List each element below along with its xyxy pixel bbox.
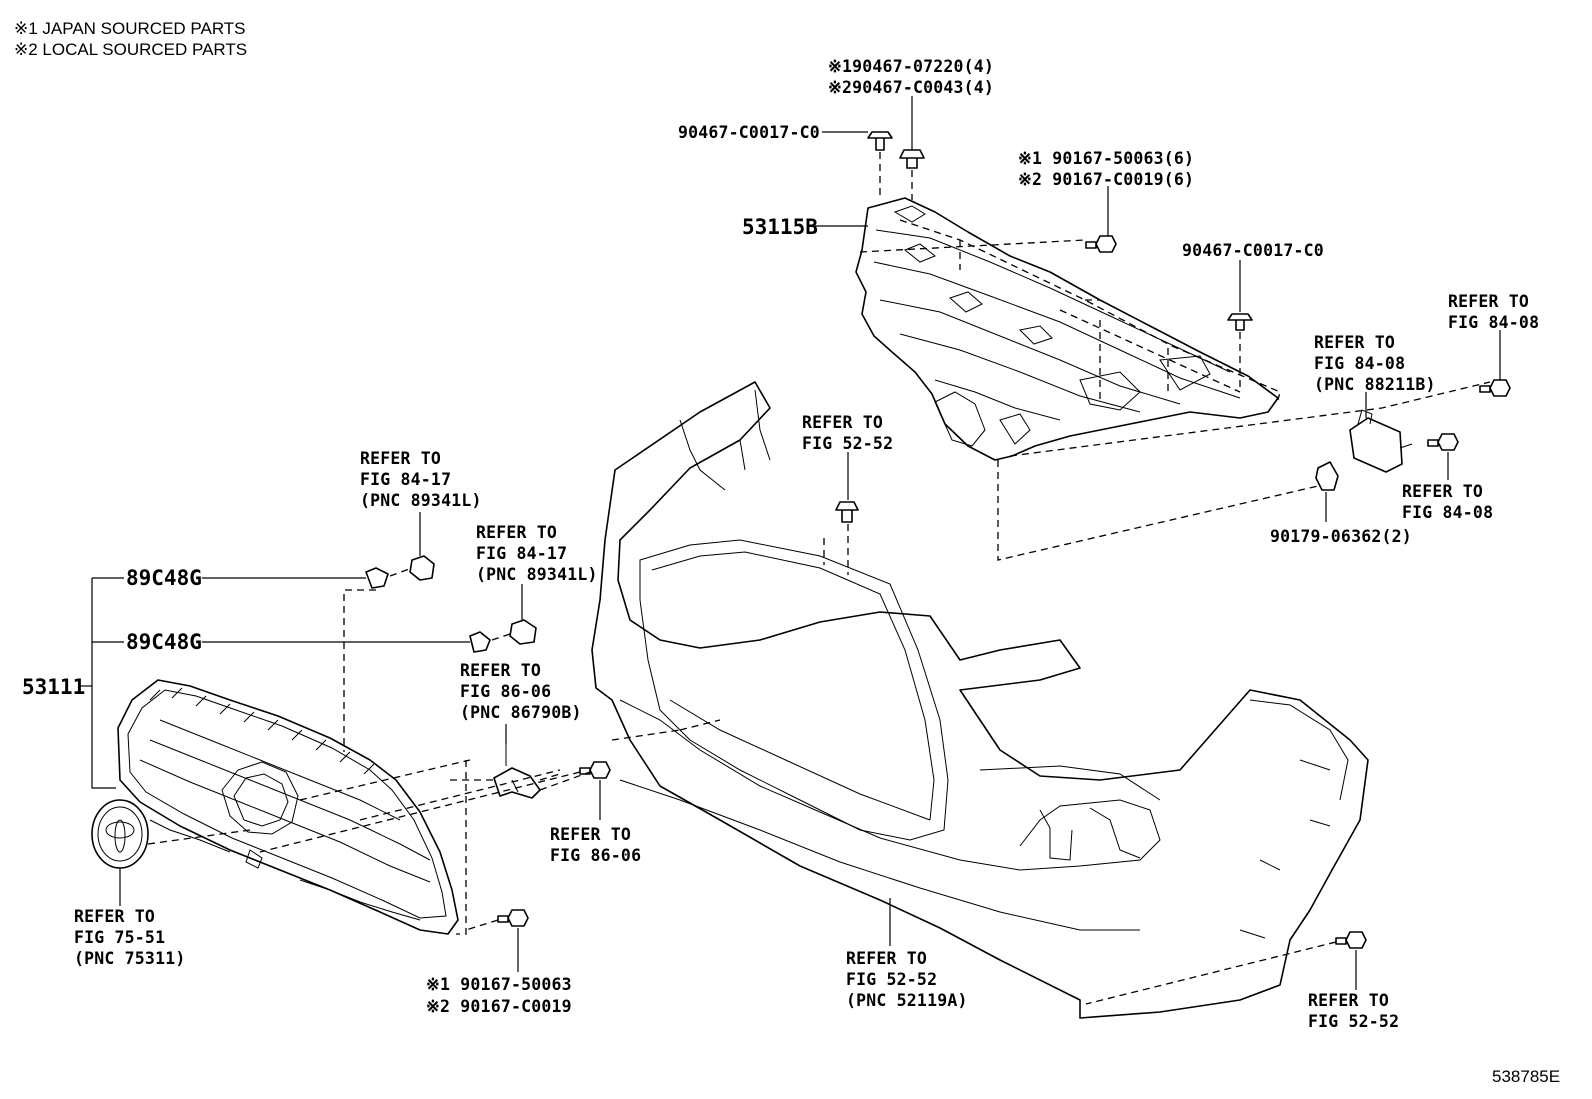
label-ref-52-52-mid-2: FIG 52-52: [802, 434, 893, 453]
clip-90467-07220[interactable]: [899, 149, 925, 169]
label-clip-c0043: ※290467-C0043(4): [828, 78, 994, 97]
label-clip-07220: ※190467-07220(4): [828, 57, 994, 76]
label-ref-86790b-1: REFER TO: [460, 661, 541, 680]
clip-fig-52-52-mid[interactable]: [835, 501, 859, 523]
label-ref-89341l-a-3: (PNC 89341L): [360, 491, 482, 510]
label-clip-c0017-right: 90467-C0017-C0: [1182, 241, 1324, 260]
sensor-88211b[interactable]: [1349, 409, 1413, 473]
label-ref-52-52-bottom-2: FIG 52-52: [1308, 1012, 1399, 1031]
label-ref-89341l-b-3: (PNC 89341L): [476, 565, 598, 584]
label-ref-86-06-2: FIG 86-06: [550, 846, 641, 865]
label-ref-52-52-mid-1: REFER TO: [802, 413, 883, 432]
emblem-75311[interactable]: [91, 799, 149, 869]
label-ref-89341l-b-1: REFER TO: [476, 523, 557, 542]
label-ref-75311-1: REFER TO: [74, 907, 155, 926]
bolt-fig-84-08-top[interactable]: [1479, 379, 1511, 397]
upper-shield-53115b[interactable]: [855, 197, 1279, 461]
radiator-grille-53111[interactable]: [117, 679, 459, 935]
bumper-cover-52119a[interactable]: [591, 381, 1369, 1019]
bracket-90179-06362[interactable]: [1315, 461, 1339, 491]
legend-japan-sourced: ※1 JAPAN SOURCED PARTS: [14, 19, 246, 38]
label-ref-52119a-2: FIG 52-52: [846, 970, 937, 989]
bracket-86790b[interactable]: [493, 742, 541, 799]
label-ref-89341l-a-1: REFER TO: [360, 449, 441, 468]
label-clip-06362: 90179-06362(2): [1270, 527, 1412, 546]
clip-90467-c0017-right[interactable]: [1227, 313, 1253, 331]
label-ref-86790b-2: FIG 86-06: [460, 682, 551, 701]
clip-90467-c0017-left[interactable]: [867, 131, 893, 151]
label-ref-52119a-3: (PNC 52119A): [846, 991, 968, 1010]
label-ref-84-08-right-2: FIG 84-08: [1402, 503, 1493, 522]
label-screw-50063: ※1 90167-50063: [426, 975, 572, 994]
label-ref-86790b-3: (PNC 86790B): [460, 703, 582, 722]
screw-90167-50063-bottom[interactable]: [497, 909, 529, 927]
sensor-89341l-b[interactable]: [509, 619, 537, 645]
label-screw-c0019: ※2 90167-C0019: [426, 997, 572, 1016]
label-ref-88211b-2: FIG 84-08: [1314, 354, 1405, 373]
label-ref-84-08-top-2: FIG 84-08: [1448, 313, 1539, 332]
label-screw-50063-6: ※1 90167-50063(6): [1018, 149, 1194, 168]
label-89c48g-b: 89C48G: [126, 630, 202, 654]
label-ref-84-08-right-1: REFER TO: [1402, 482, 1483, 501]
label-53115b: 53115B: [742, 215, 818, 239]
label-ref-89341l-b-2: FIG 84-17: [476, 544, 567, 563]
label-ref-88211b-1: REFER TO: [1314, 333, 1395, 352]
bolt-fig-52-52-bottom[interactable]: [1335, 931, 1367, 949]
label-53111: 53111: [22, 675, 85, 699]
bracket-89c48g-a[interactable]: [365, 567, 389, 589]
diagram-id: 538785E: [1492, 1067, 1560, 1086]
sensor-89341l-a[interactable]: [409, 555, 435, 581]
label-ref-84-08-top-1: REFER TO: [1448, 292, 1529, 311]
label-screw-c0019-6: ※2 90167-C0019(6): [1018, 170, 1194, 189]
bracket-89c48g-b[interactable]: [469, 631, 491, 653]
label-ref-75311-3: (PNC 75311): [74, 949, 185, 968]
bolt-fig-84-08-right[interactable]: [1427, 433, 1459, 451]
label-ref-52119a-1: REFER TO: [846, 949, 927, 968]
screw-90167-50063-top[interactable]: [1085, 235, 1117, 253]
label-ref-88211b-3: (PNC 88211B): [1314, 375, 1436, 394]
label-89c48g-a: 89C48G: [126, 566, 202, 590]
label-ref-86-06-1: REFER TO: [550, 825, 631, 844]
legend-local-sourced: ※2 LOCAL SOURCED PARTS: [14, 40, 247, 59]
bolt-fig-86-06[interactable]: [579, 761, 611, 779]
label-clip-c0017-left: 90467-C0017-C0: [678, 123, 820, 142]
label-ref-75311-2: FIG 75-51: [74, 928, 165, 947]
label-ref-89341l-a-2: FIG 84-17: [360, 470, 451, 489]
label-ref-52-52-bottom-1: REFER TO: [1308, 991, 1389, 1010]
